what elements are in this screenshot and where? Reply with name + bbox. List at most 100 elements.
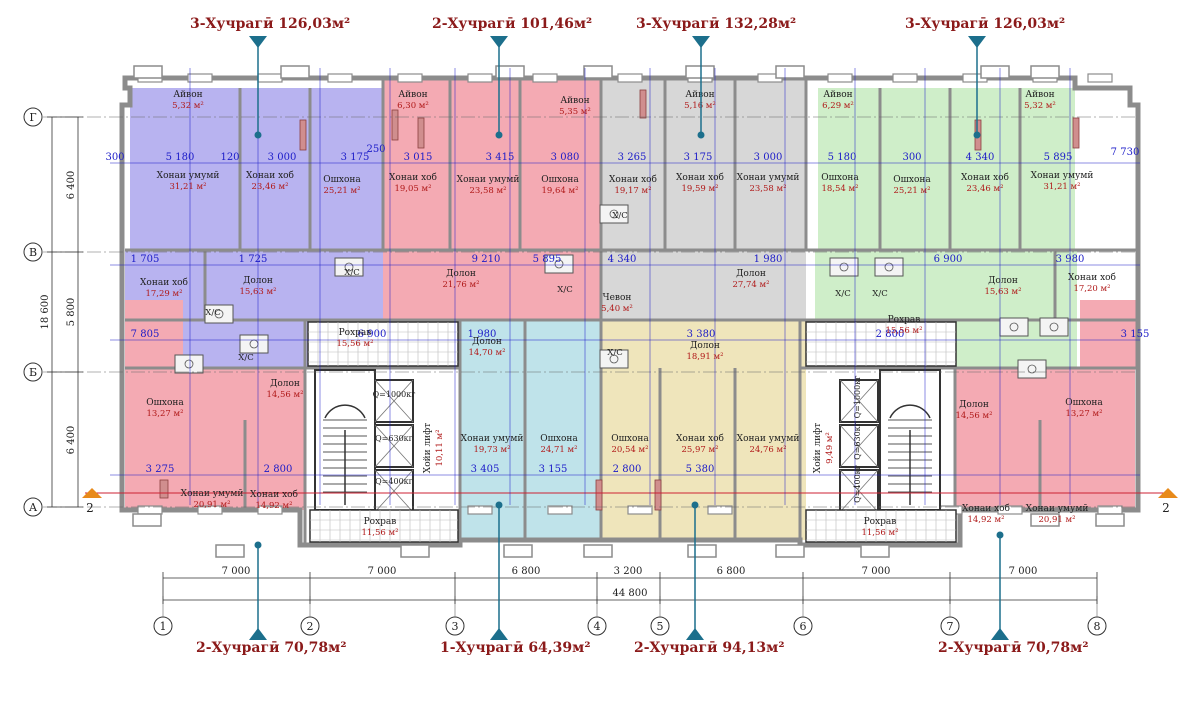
dim-bottom-total: 44 800 xyxy=(613,588,648,599)
room-area: 27,74 м² xyxy=(732,280,769,290)
inner-dimension: 1 705 xyxy=(131,254,160,265)
dim-left-segment: 6 400 xyxy=(66,426,77,455)
room-area: 5,40 м² xyxy=(601,304,633,314)
room-area: 5,32 м² xyxy=(172,101,204,111)
apartment-marker-dot xyxy=(254,131,262,139)
room-name: Хонаи хоб xyxy=(962,503,1010,514)
zone-pink xyxy=(125,368,305,510)
inner-dimension: 4 340 xyxy=(608,254,637,265)
section-marker-right xyxy=(1158,488,1178,498)
room-name: Хонаи хоб xyxy=(961,172,1009,183)
room-name: Хонаи умумӣ xyxy=(1031,171,1094,181)
dim-left-segment: 6 400 xyxy=(66,171,77,200)
lift-capacity: Q=400кг xyxy=(853,465,862,503)
lift-capacity: Q=1000кг xyxy=(373,390,416,399)
inner-dimension: 3 000 xyxy=(754,152,783,163)
inner-dimension: 3 275 xyxy=(146,464,175,475)
balcony-box xyxy=(132,513,162,527)
axis-col-label: 5 xyxy=(657,620,664,633)
small-room-label: Х/С xyxy=(205,308,220,318)
room-area: 13,27 м² xyxy=(1065,409,1102,419)
room-area: 25,21 м² xyxy=(893,186,930,196)
apartment-title-top-1: 3-Хучрагӣ 126,03м² xyxy=(190,16,351,32)
apartment-marker-dot xyxy=(495,501,503,509)
balcony-box xyxy=(775,544,805,558)
room-name: Айвон xyxy=(173,90,202,100)
lift-capacity: Q=630кг xyxy=(375,434,413,443)
room-area: 5,35 м² xyxy=(559,107,591,117)
inner-dimension: 300 xyxy=(902,152,921,163)
room-area: 19,73 м² xyxy=(473,445,510,455)
inner-dimension: 5 895 xyxy=(1044,152,1073,163)
axis-col-label: 7 xyxy=(947,620,954,633)
balcony-box xyxy=(133,65,163,79)
bath-fixture xyxy=(599,204,629,224)
room-name: Айвон xyxy=(685,90,714,100)
lift-label: Хойи лифт xyxy=(423,423,433,473)
door xyxy=(417,117,425,149)
axis-col-label: 2 xyxy=(307,620,314,633)
room-area: 20,91 м² xyxy=(193,500,230,510)
balcony-box xyxy=(980,65,1010,79)
bath-sink xyxy=(609,209,619,219)
room-area: 25,97 м² xyxy=(681,445,718,455)
room-name: Долон xyxy=(736,269,766,279)
bath-fixture xyxy=(599,349,629,369)
axis-row-label: Г xyxy=(29,111,36,124)
axis-col-label: 6 xyxy=(800,620,807,633)
balcony-box xyxy=(583,65,613,79)
balcony-box xyxy=(1030,513,1060,527)
room-name: Ошхона xyxy=(323,175,361,185)
vestibule-right xyxy=(805,509,957,543)
room-area: 17,20 м² xyxy=(1073,284,1110,294)
room-name: Айвон xyxy=(398,90,427,100)
bath-fixture xyxy=(874,257,904,277)
bath-sink xyxy=(554,259,564,269)
dim-bottom-segment: 6 800 xyxy=(512,566,541,577)
room-name: Хонаи умумӣ xyxy=(461,434,524,444)
room-area: 11,56 м² xyxy=(361,528,398,538)
window xyxy=(892,73,918,83)
room-area: 14,92 м² xyxy=(255,501,292,511)
room-name: Ошхона xyxy=(146,398,184,408)
apartment-title-bottom-2: 1-Хучрагӣ 64,39м² xyxy=(440,640,591,656)
axis-col-label: 3 xyxy=(452,620,459,633)
door xyxy=(391,109,399,141)
balcony-box xyxy=(685,65,715,79)
inner-dimension: 5 180 xyxy=(828,152,857,163)
inner-dimension: 2 800 xyxy=(613,464,642,475)
inner-dimension: 3 000 xyxy=(268,152,297,163)
room-name: Хонаи хоб xyxy=(250,489,298,500)
section-label-right: 2 xyxy=(1162,501,1170,515)
room-area: 15,56 м² xyxy=(336,339,373,349)
bath-sink xyxy=(884,262,894,272)
zone-gray xyxy=(601,78,806,250)
door xyxy=(159,479,169,499)
room-area: 14,56 м² xyxy=(955,411,992,421)
balcony-box xyxy=(775,65,805,79)
window xyxy=(467,505,493,515)
inner-dimension: 3 080 xyxy=(551,152,580,163)
room-area: 20,91 м² xyxy=(1038,515,1075,525)
inner-dimension: 6 900 xyxy=(934,254,963,265)
room-area: 18,91 м² xyxy=(686,352,723,362)
room-name: Хонаи умумӣ xyxy=(181,489,244,499)
bath-fixture xyxy=(334,257,364,277)
room-area: 6,29 м² xyxy=(822,101,854,111)
small-room-label: Х/С xyxy=(612,211,627,221)
inner-dimension: 1 725 xyxy=(239,254,268,265)
dim-left-segment: 5 800 xyxy=(66,298,77,327)
dim-bottom-segment: 3 200 xyxy=(614,566,643,577)
inner-dimension: 250 xyxy=(366,144,385,155)
dim-bottom-segment: 6 800 xyxy=(717,566,746,577)
room-name: Долон xyxy=(243,276,273,286)
balcony-box xyxy=(583,544,613,558)
room-name: Ошхона xyxy=(541,175,579,185)
dim-bottom-segment: 7 000 xyxy=(1009,566,1038,577)
room-name: Долон xyxy=(959,400,989,410)
inner-dimension: 300 xyxy=(105,152,124,163)
lift-area: 9,49 м² xyxy=(825,432,835,464)
small-room-label: Х/С xyxy=(238,353,253,363)
room-area: 18,54 м² xyxy=(821,184,858,194)
